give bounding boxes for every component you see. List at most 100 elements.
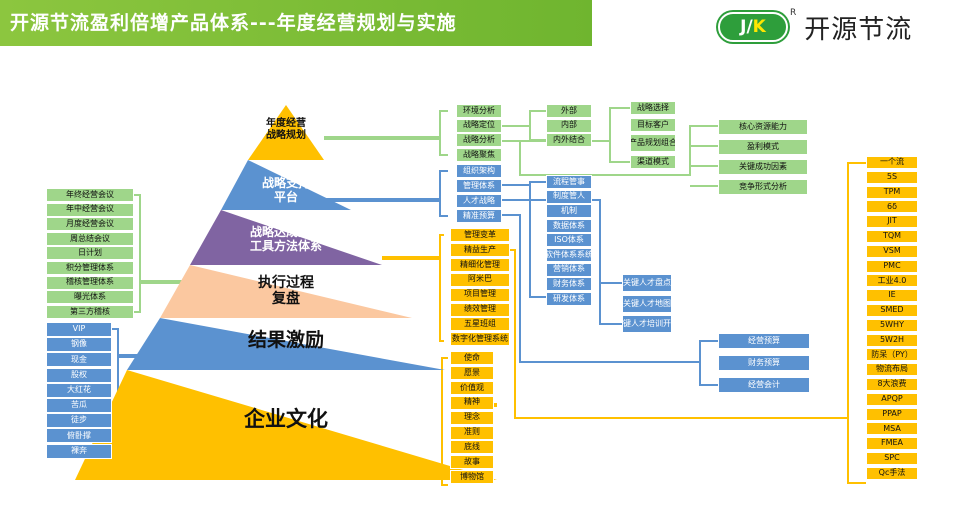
connector xyxy=(510,162,866,419)
meeting-item: 曝光体系 xyxy=(46,290,134,305)
culture-item: 底线 xyxy=(450,440,494,455)
incentive-item: 徒步 xyxy=(46,413,112,429)
lean-tool-item: 物流布局 xyxy=(866,363,918,377)
tool-item: 项目管理 xyxy=(450,287,510,302)
core-factor-item: 核心资源能力 xyxy=(718,119,808,135)
core-factor-item: 盈利模式 xyxy=(718,139,808,155)
pyramid-label-1: 年度经营 战略规划 xyxy=(266,118,306,141)
page-title: 开源节流盈利倍增产品体系---年度经营规划与实施 xyxy=(0,0,592,46)
budget-item: 财务预算 xyxy=(718,355,810,371)
management-item: ISO体系 xyxy=(546,233,592,248)
strategy-item: 战略分析 xyxy=(456,133,502,148)
pyramid-level-2 xyxy=(221,160,351,210)
tool-item: 五星班组 xyxy=(450,317,510,332)
meeting-item: 日计划 xyxy=(46,246,134,261)
pyramid-label-2: 战略支持 平台 xyxy=(261,176,310,204)
lean-tool-item: 防呆（PY） xyxy=(866,348,918,362)
meeting-item: 积分管理体系 xyxy=(46,261,134,275)
management-item: 软件体系系统 xyxy=(546,248,592,262)
management-item: 制度管人 xyxy=(546,189,592,204)
logo-badge-left: J/ xyxy=(740,17,753,37)
connector xyxy=(439,234,444,342)
connector xyxy=(699,341,718,386)
platform-item: 组织架构 xyxy=(456,164,502,178)
management-item: 机制 xyxy=(546,204,592,219)
strategy-choice-item: 目标客户 xyxy=(630,118,676,132)
pyramid-level-1 xyxy=(248,105,324,160)
logo-text: 开源节流 xyxy=(804,14,913,45)
culture-item: 博物馆 xyxy=(450,470,494,485)
culture-item: 理念 xyxy=(450,410,494,425)
logo-badge-right: K xyxy=(752,17,766,37)
strategy-choice-item: 产品规划组合 xyxy=(630,134,676,152)
tool-item: 管理变革 xyxy=(450,228,510,242)
registered-mark: R xyxy=(790,8,797,18)
meeting-item: 稽核管理体系 xyxy=(46,275,134,290)
management-item: 研发体系 xyxy=(546,291,592,306)
connector xyxy=(439,170,448,217)
pyramid-level-6 xyxy=(75,370,497,480)
core-factor-item: 竞争形式分析 xyxy=(718,179,808,195)
connector xyxy=(502,214,718,363)
incentive-item: 现金 xyxy=(46,352,112,368)
platform-item: 管理体系 xyxy=(456,179,502,193)
culture-item: 准则 xyxy=(450,425,494,440)
meeting-item: 年中经营会议 xyxy=(46,202,134,217)
talent-item: 关键人才地图 xyxy=(622,295,672,313)
management-item: 流程管事 xyxy=(546,175,592,189)
platform-item: 人才战略 xyxy=(456,194,502,208)
tool-item: 阿米巴 xyxy=(450,272,510,287)
culture-item: 使命 xyxy=(450,351,494,365)
incentive-item: 大红花 xyxy=(46,382,112,398)
brand-logo: J/K R 开源节流 xyxy=(718,8,912,46)
culture-item: 精神 xyxy=(450,395,494,410)
pyramid-label-3: 战略达成策略 工具方法体系 xyxy=(249,225,322,253)
culture-item: 价值观 xyxy=(450,380,494,395)
incentive-item: 钢像 xyxy=(46,337,112,353)
lean-tool-item: Qc手法 xyxy=(866,466,918,480)
lean-tool-item: SPC xyxy=(866,452,918,465)
strategy-choice-item: 渠道模式 xyxy=(630,155,676,169)
pyramid-label-6: 企业文化 xyxy=(244,407,328,431)
connector xyxy=(502,110,546,127)
lean-tool-item: SMED xyxy=(866,304,918,317)
lean-tool-item: 一个流 xyxy=(866,156,918,169)
budget-item: 经营预算 xyxy=(718,333,810,349)
lean-tool-item: JIT xyxy=(866,215,918,229)
platform-item: 精准预算 xyxy=(456,209,502,223)
budget-item: 经营会计 xyxy=(718,377,810,393)
lean-tool-item: 工业4.0 xyxy=(866,274,918,288)
lean-tool-item: 5W2H xyxy=(866,333,918,347)
lean-tool-item: FMEA xyxy=(866,437,918,451)
lean-tool-item: 8大浪费 xyxy=(866,378,918,391)
lean-tool-item: APQP xyxy=(866,392,918,406)
incentive-item: 俯卧撑 xyxy=(46,428,112,444)
logo-badge: J/K xyxy=(718,12,788,42)
pyramid-level-3 xyxy=(190,210,382,265)
lean-tool-item: PMC xyxy=(866,259,918,273)
incentive-item: 苦瓜 xyxy=(46,398,112,413)
talent-item: 关键人才培训开发 xyxy=(622,315,672,333)
lean-tool-item: 5WHY xyxy=(866,318,918,332)
pyramid-label-5: 结果激励 xyxy=(247,329,324,351)
core-factor-item: 关键成功因素 xyxy=(718,159,808,175)
connector xyxy=(134,194,141,313)
connector xyxy=(599,283,622,325)
tool-item: 数字化管理系统 xyxy=(450,332,510,347)
connector xyxy=(847,163,866,484)
meeting-item: 周总结会议 xyxy=(46,231,134,246)
connector xyxy=(529,182,546,298)
env-analysis-item: 内外结合 xyxy=(546,133,592,148)
management-item: 数据体系 xyxy=(546,218,592,233)
lean-tool-item: TPM xyxy=(866,185,918,199)
talent-item: 关键人才盘点 xyxy=(622,274,672,292)
incentive-item: 股权 xyxy=(46,367,112,383)
strategy-item: 环境分析 xyxy=(456,104,502,118)
meeting-item: 年终经营会议 xyxy=(46,188,134,202)
culture-item: 故事 xyxy=(450,455,494,470)
lean-tool-item: 5S xyxy=(866,170,918,184)
incentive-item: 裸奔 xyxy=(46,443,112,459)
strategy-choice-item: 战略选择 xyxy=(630,101,676,115)
